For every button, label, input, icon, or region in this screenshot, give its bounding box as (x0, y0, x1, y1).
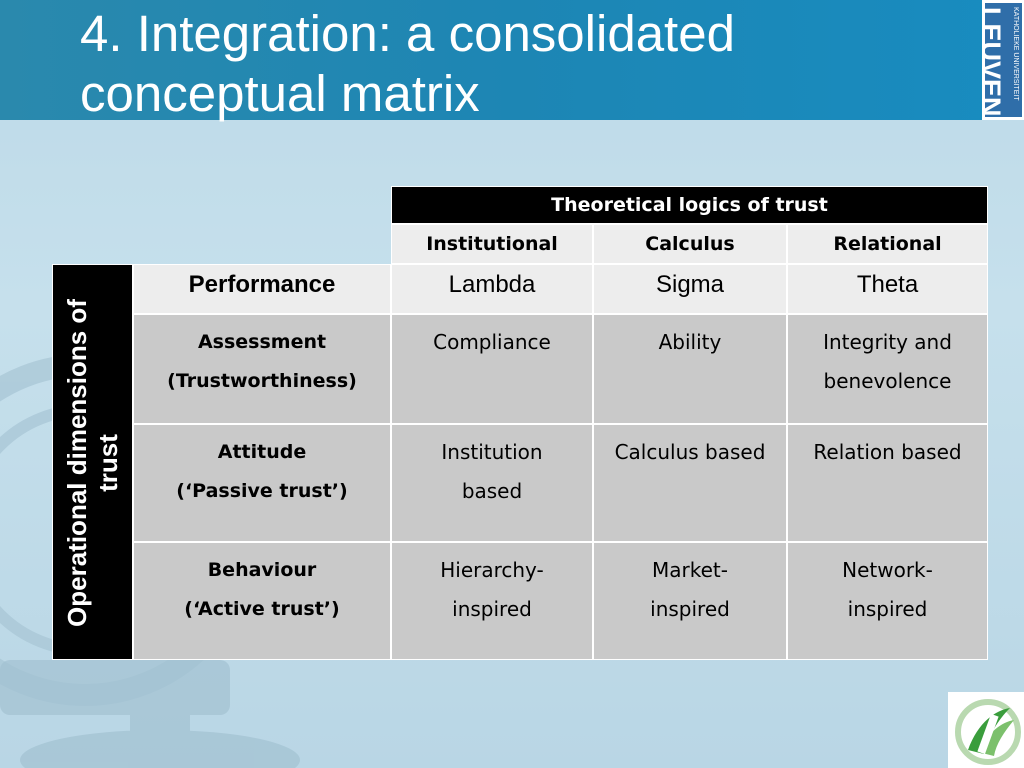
cell-text: inspired (452, 597, 532, 621)
row-label-performance: Performance (133, 264, 391, 314)
matrix-side-header: Operational dimensions of trust (52, 264, 133, 660)
matrix-cell: Institution based (391, 424, 593, 542)
slide-title-line1: 4. Integration: a consolidated (80, 5, 735, 62)
cell-text: Integrity and (823, 330, 952, 354)
column-header-text: Relational (833, 233, 942, 255)
cell-text: Ability (658, 330, 722, 354)
column-header-text: Calculus (645, 233, 735, 255)
cell-text: Institution (441, 440, 543, 464)
emblem-graphic (948, 692, 1024, 768)
cell-text: based (461, 479, 523, 503)
ku-leuven-logo: LEUVEN KATHOLIEKE UNIVERSITEIT (982, 0, 1024, 120)
matrix-top-header: Theoretical logics of trust (391, 186, 988, 224)
matrix-cell: Sigma (593, 264, 787, 314)
cell-text: Sigma (655, 271, 725, 298)
cell-text: inspired (847, 597, 928, 621)
matrix-cell: Theta (787, 264, 988, 314)
logo-panel: LEUVEN KATHOLIEKE UNIVERSITEIT (985, 3, 1022, 117)
row-label-line2: (‘Passive trust’) (176, 480, 348, 502)
slide-title: 4. Integration: a consolidated conceptua… (80, 4, 960, 124)
cell-text: Hierarchy- (440, 558, 544, 582)
cell-text: Market- (652, 558, 728, 582)
matrix-cell: Relation based (787, 424, 988, 542)
column-header-institutional: Institutional (391, 224, 593, 264)
column-header-text: Institutional (426, 233, 558, 255)
row-label-attitude: Attitude (‘Passive trust’) (133, 424, 391, 542)
matrix-top-header-text: Theoretical logics of trust (551, 194, 828, 216)
column-header-relational: Relational (787, 224, 988, 264)
row-label-line1: Assessment (197, 331, 327, 353)
cell-text: Lambda (448, 271, 536, 298)
row-label-line2: (‘Active trust’) (184, 598, 340, 620)
row-label-assessment: Assessment (Trustworthiness) (133, 314, 391, 424)
matrix-cell: Ability (593, 314, 787, 424)
column-header-calculus: Calculus (593, 224, 787, 264)
matrix-cell: Hierarchy- inspired (391, 542, 593, 660)
cell-text: Calculus based (614, 440, 766, 464)
cell-text: Network- (842, 558, 933, 582)
row-label-line1: Attitude (217, 441, 307, 463)
cell-text: Theta (856, 271, 919, 298)
row-label-behaviour: Behaviour (‘Active trust’) (133, 542, 391, 660)
matrix-cell: Integrity and benevolence (787, 314, 988, 424)
green-emblem-icon (948, 692, 1024, 768)
cell-text: benevolence (823, 369, 952, 393)
matrix-side-header-text: Operational dimensions of trust (62, 299, 123, 627)
matrix-cell: Network- inspired (787, 542, 988, 660)
row-label-line1: Performance (188, 271, 336, 298)
cell-text: Relation based (813, 440, 962, 464)
cell-text: Compliance (433, 330, 551, 354)
matrix-cell: Calculus based (593, 424, 787, 542)
matrix-cell: Compliance (391, 314, 593, 424)
matrix-cell: Market- inspired (593, 542, 787, 660)
row-label-line1: Behaviour (207, 559, 317, 581)
title-bar: 4. Integration: a consolidated conceptua… (0, 0, 1024, 122)
logo-wordmark: LEUVEN (985, 7, 1006, 117)
row-label-line2: (Trustworthiness) (167, 370, 357, 392)
slide-title-line2: conceptual matrix (80, 65, 480, 122)
logo-subtitle: KATHOLIEKE UNIVERSITEIT (1012, 7, 1019, 101)
matrix-cell: Lambda (391, 264, 593, 314)
cell-text: inspired (650, 597, 730, 621)
